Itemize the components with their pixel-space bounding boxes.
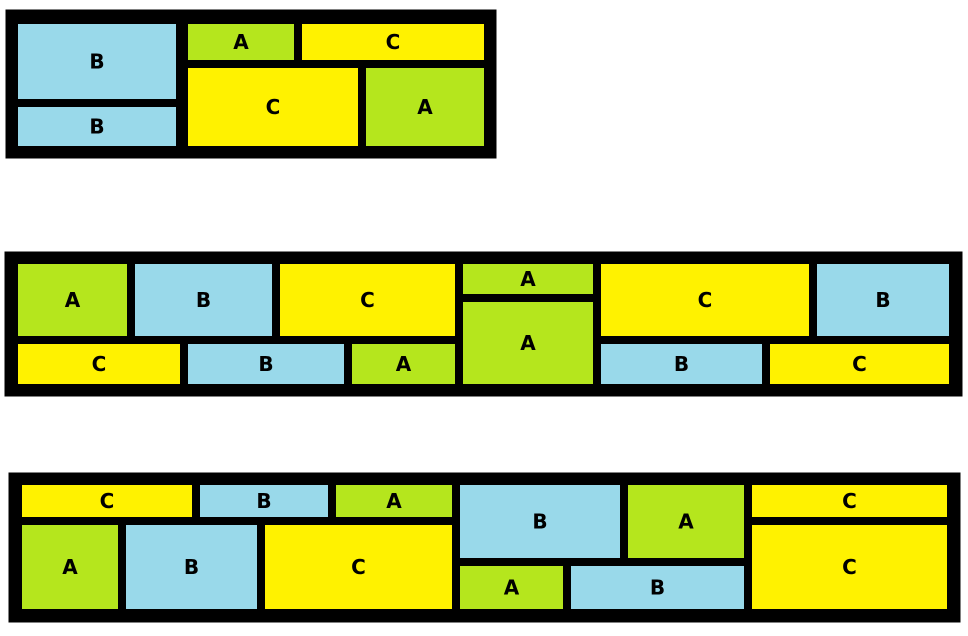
s2-t4-label: A [520,267,536,291]
s3-t3-label: A [386,489,402,513]
s1-t2-label: B [89,115,104,139]
s3-t11-label: A [504,576,520,600]
s2-t6-tile [809,256,957,344]
s2-t11-label: B [674,352,689,376]
s3-t4-tile [14,517,126,617]
s2-t3-tile [272,256,463,344]
s3-t6-tile [257,517,460,617]
s3-t6-label: C [351,555,366,579]
s2-t7-label: C [92,352,107,376]
s2-t12-label: C [852,352,867,376]
s3-t10-label: C [842,555,857,579]
s2-t10-label: A [520,331,536,355]
strip-3: C B A A B C B A C C A B [8,472,961,623]
s3-t7-label: B [532,510,547,534]
s2-t9-label: A [396,352,412,376]
s1-t6-label: A [417,95,433,119]
strip-1: B B A C C A [5,9,497,159]
s1-t4-label: C [386,30,401,54]
s3-t1-label: C [100,489,115,513]
s2-t1-tile [10,256,135,344]
s2-t5-label: C [698,288,713,312]
s1-t1-label: B [89,50,104,74]
s3-t12-tile [563,558,752,617]
s3-t2-label: B [256,489,271,513]
s3-t12-label: B [650,576,665,600]
s2-t6-label: B [875,288,890,312]
s2-t5-tile [593,256,817,344]
s3-t5-label: B [184,555,199,579]
strip-1-frame [5,9,497,159]
s1-t5-label: C [266,95,281,119]
strip-2: A B C A C B C B A A B C [4,251,963,397]
s3-t8-label: A [678,510,694,534]
s3-t4-label: A [62,555,78,579]
strip-2-frame [4,251,963,397]
s2-t11-tile [593,336,770,392]
s3-t9-label: C [842,489,857,513]
s1-t3-label: A [233,30,249,54]
s2-t8-label: B [258,352,273,376]
s3-t10-tile [744,517,955,617]
s2-t2-label: B [196,288,211,312]
s2-t3-label: C [360,288,375,312]
s2-t1-label: A [65,288,81,312]
strip-3-frame [8,472,961,623]
